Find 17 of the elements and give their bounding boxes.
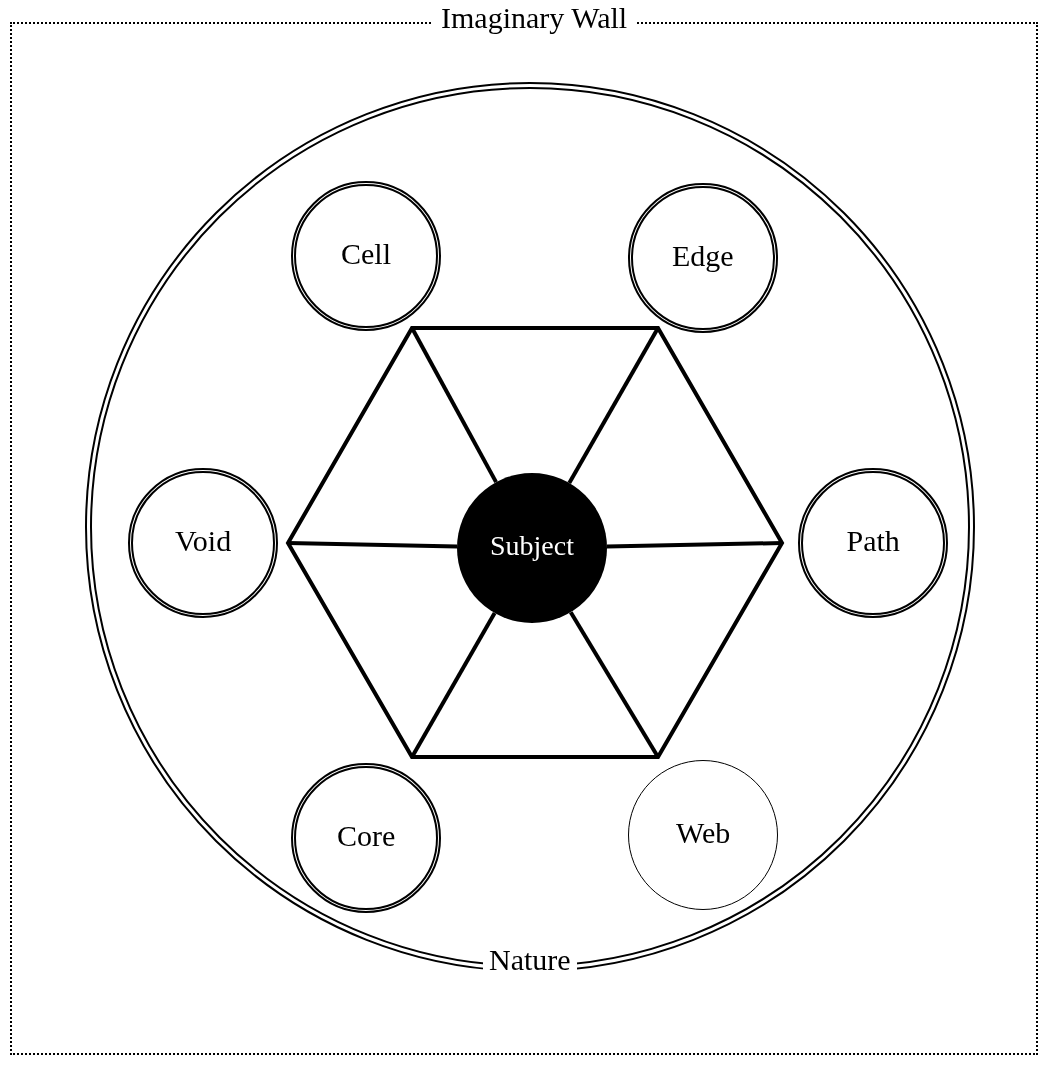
spoke-line: [410, 612, 497, 758]
ring-node: [291, 763, 441, 913]
node-label: Void: [175, 526, 232, 556]
node-label: Cell: [341, 239, 391, 269]
node-label: Core: [337, 821, 396, 851]
spoke-line: [567, 327, 660, 484]
node-label: Web: [676, 818, 731, 848]
ring-node: [128, 468, 278, 618]
double-ring: [85, 82, 975, 972]
ring-node: [628, 183, 778, 333]
ring-node: [291, 181, 441, 331]
node-label: Edge: [672, 241, 734, 271]
node-label: Subject: [490, 532, 574, 560]
ring-node: [798, 468, 948, 618]
hexagon-shape: [288, 328, 782, 757]
spoke-line: [410, 327, 498, 484]
node-label: Path: [846, 526, 900, 556]
